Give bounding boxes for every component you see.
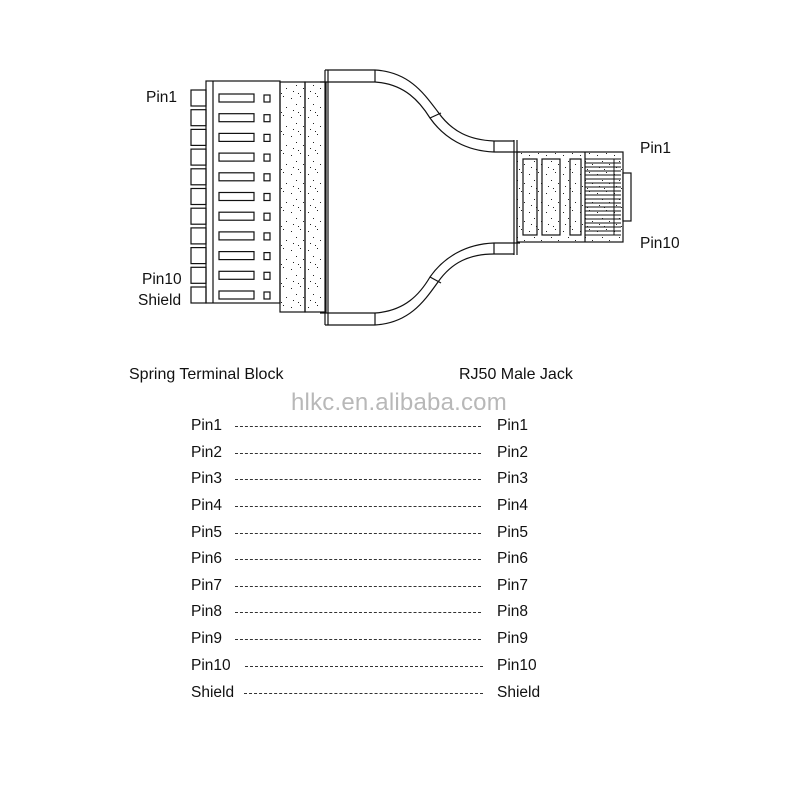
- wiring-row: Pin4 Pin4: [0, 496, 800, 516]
- cable-housing: [320, 69, 520, 326]
- terminal-pin1-label: Pin1: [146, 89, 178, 106]
- caption-spring-terminal-block: Spring Terminal Block: [129, 366, 284, 383]
- wiring-left-pin: Pin7: [191, 577, 223, 594]
- wiring-left-pin: Pin2: [191, 444, 223, 461]
- wiring-right-pin: Pin10: [497, 657, 537, 674]
- wiring-left-pin: Pin8: [191, 603, 223, 620]
- wiring-right-pin: Pin2: [497, 444, 529, 461]
- wiring-row: Pin7 Pin7: [0, 576, 800, 596]
- wiring-left-pin: Pin10: [191, 657, 231, 674]
- wiring-row: Pin9 Pin9: [0, 629, 800, 649]
- caption-rj50-male-jack: RJ50 Male Jack: [459, 366, 573, 383]
- wire-line: [235, 426, 481, 427]
- jack-pin1-label: Pin1: [640, 140, 672, 157]
- wire-line: [235, 612, 481, 613]
- wiring-left-pin: Pin3: [191, 470, 223, 487]
- wire-line: [244, 693, 483, 694]
- wiring-row: Pin2 Pin2: [0, 443, 800, 463]
- wiring-left-pin: Pin9: [191, 630, 223, 647]
- terminal-shield-label: Shield: [138, 292, 182, 309]
- wiring-left-pin: Shield: [191, 684, 235, 701]
- wiring-right-pin: Pin4: [497, 497, 529, 514]
- wire-line: [235, 639, 481, 640]
- wiring-right-pin: Pin8: [497, 603, 529, 620]
- wiring-right-pin: Shield: [497, 684, 541, 701]
- cable-diagram: [190, 69, 632, 326]
- wire-line: [235, 479, 481, 480]
- wiring-right-pin: Pin6: [497, 550, 529, 567]
- wiring-row: Pin6 Pin6: [0, 549, 800, 569]
- wiring-right-pin: Pin5: [497, 524, 529, 541]
- rj50-male-jack: [516, 151, 632, 243]
- wiring-left-pin: Pin6: [191, 550, 223, 567]
- spring-terminal-block: [190, 80, 327, 313]
- wiring-left-pin: Pin5: [191, 524, 223, 541]
- watermark: hlkc.en.alibaba.com: [291, 389, 507, 416]
- wiring-row: Pin5 Pin5: [0, 523, 800, 543]
- wiring-row: Pin10 Pin10: [0, 656, 800, 676]
- wire-line: [235, 559, 481, 560]
- wiring-row: Pin1 Pin1: [0, 416, 800, 436]
- wiring-left-pin: Pin4: [191, 497, 223, 514]
- terminal-pins: [190, 89, 271, 304]
- jack-pin10-label: Pin10: [640, 235, 680, 252]
- wiring-right-pin: Pin7: [497, 577, 529, 594]
- wire-line: [245, 666, 483, 667]
- wiring-right-pin: Pin1: [497, 417, 529, 434]
- wire-line: [235, 533, 481, 534]
- terminal-pin10-label: Pin10: [142, 271, 182, 288]
- wiring-row: Shield Shield: [0, 683, 800, 703]
- wiring-right-pin: Pin3: [497, 470, 529, 487]
- wire-line: [235, 453, 481, 454]
- rj50-contacts: [585, 158, 621, 236]
- wiring-row: Pin8 Pin8: [0, 602, 800, 622]
- wiring-left-pin: Pin1: [191, 417, 223, 434]
- wire-line: [235, 586, 481, 587]
- wiring-row: Pin3 Pin3: [0, 469, 800, 489]
- wiring-right-pin: Pin9: [497, 630, 529, 647]
- wire-line: [235, 506, 481, 507]
